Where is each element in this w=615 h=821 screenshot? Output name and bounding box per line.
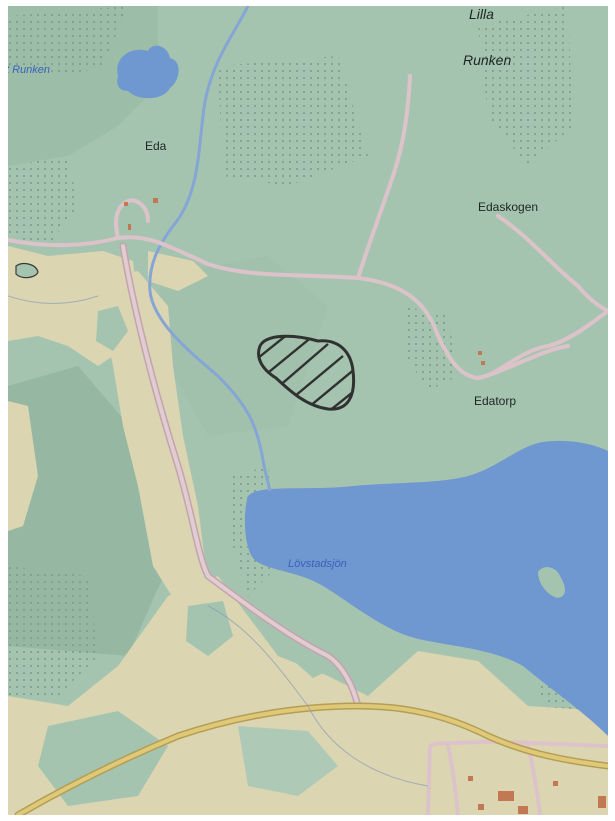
marsh-area [403,306,458,391]
lake-runken [117,45,179,99]
main-road [119,242,362,710]
marsh-area [8,566,98,696]
label-lovstadsjon: Lövstadsjön [288,558,347,570]
label-runken: Runken [463,52,512,68]
marsh-area [478,6,573,166]
label-runken-west: t Runken [8,64,51,76]
stream [148,6,272,492]
forest-patch [238,726,338,796]
photo-tint [8,6,608,815]
minor-roads [8,74,608,815]
dense-forest-area [158,256,328,436]
map-canvas [8,6,608,815]
trails [8,295,429,787]
open-field [148,251,208,291]
lake-small-west [15,262,39,279]
forest-patch [96,306,128,351]
open-field [8,401,38,531]
lake-island [538,567,565,598]
label-eda: Eda [145,139,167,153]
label-edaskogen: Edaskogen [478,200,539,214]
buildings [124,198,606,814]
open-field [103,271,208,606]
marsh-area [218,56,368,186]
label-edatorp: Edatorp [474,394,517,408]
map-viewport[interactable]: t Runken Lilla Runken Eda Edaskogen Edat… [8,6,608,815]
forest-patch [186,601,233,656]
marsh-area [8,6,128,76]
lake-lovstadsjon [244,440,608,736]
marsh-area [8,156,78,246]
label-lilla: Lilla [469,6,494,22]
highway [14,702,608,815]
